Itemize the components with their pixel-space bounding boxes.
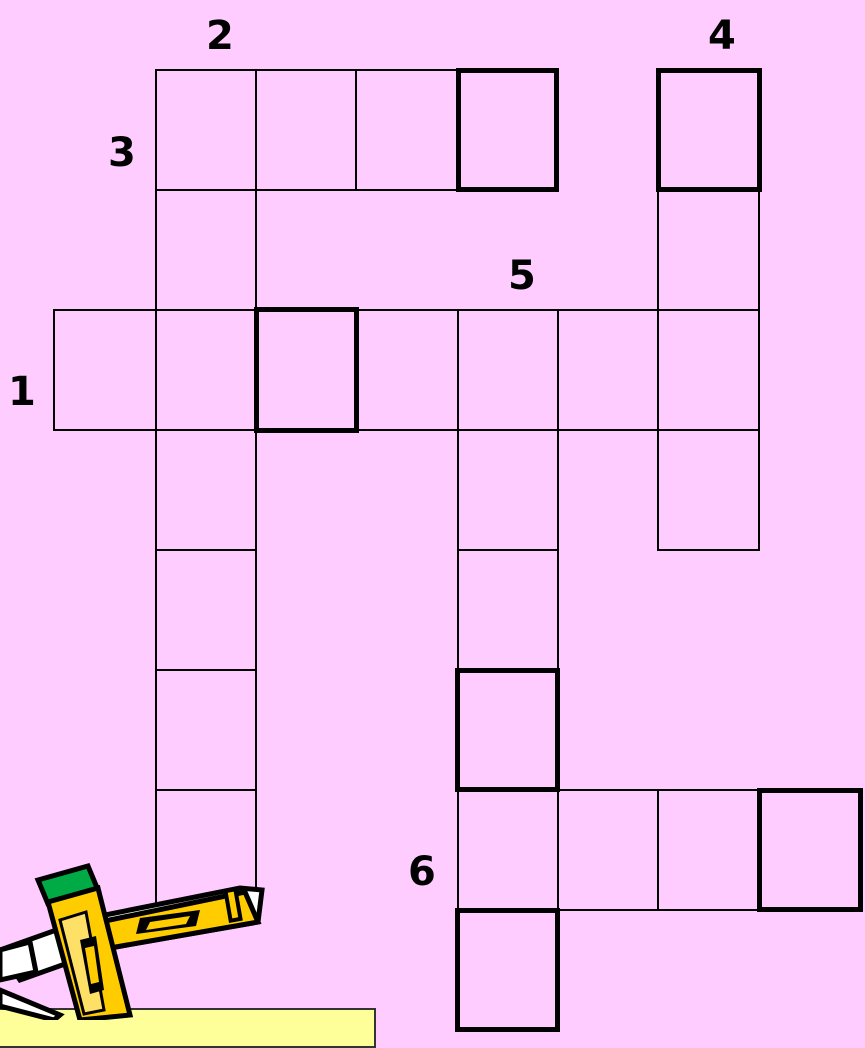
clue-number-4: 4: [708, 16, 736, 56]
crossword-cell[interactable]: [255, 69, 357, 191]
crossword-cell[interactable]: [155, 69, 257, 191]
crossword-cell[interactable]: [457, 309, 559, 431]
crossword-cell[interactable]: [357, 309, 459, 431]
crossword-cell[interactable]: [355, 69, 459, 191]
crossword-cell[interactable]: [457, 429, 559, 551]
clue-number-5: 5: [508, 256, 536, 296]
crossword-cell[interactable]: [657, 429, 760, 551]
clue-number-1: 1: [8, 372, 36, 412]
crossword-cell[interactable]: [155, 669, 257, 791]
crossword-key-cell[interactable]: [757, 788, 863, 912]
crossword-cell[interactable]: [155, 549, 257, 671]
crossword-cell[interactable]: [457, 789, 559, 911]
crossword-cell[interactable]: [155, 309, 257, 431]
crossword-cell[interactable]: [457, 549, 559, 671]
crossword-cell[interactable]: [557, 789, 659, 911]
crossword-key-cell[interactable]: [455, 668, 560, 792]
crossword-key-cell[interactable]: [456, 68, 559, 192]
clue-number-2: 2: [206, 16, 234, 56]
crossword-key-cell[interactable]: [455, 908, 560, 1032]
crossword-key-cell[interactable]: [254, 307, 359, 433]
crossword-cell[interactable]: [657, 309, 760, 431]
crossword-cell[interactable]: [657, 789, 761, 911]
crossword-cell[interactable]: [155, 429, 257, 551]
pencils-icon: [0, 830, 270, 1020]
crossword-cell[interactable]: [557, 309, 659, 431]
crossword-cell[interactable]: [657, 189, 760, 311]
clue-number-3: 3: [108, 133, 136, 173]
crossword-cell[interactable]: [53, 309, 157, 431]
clue-number-6: 6: [408, 852, 436, 892]
crossword-cell[interactable]: [155, 189, 257, 311]
crossword-key-cell[interactable]: [656, 68, 762, 192]
